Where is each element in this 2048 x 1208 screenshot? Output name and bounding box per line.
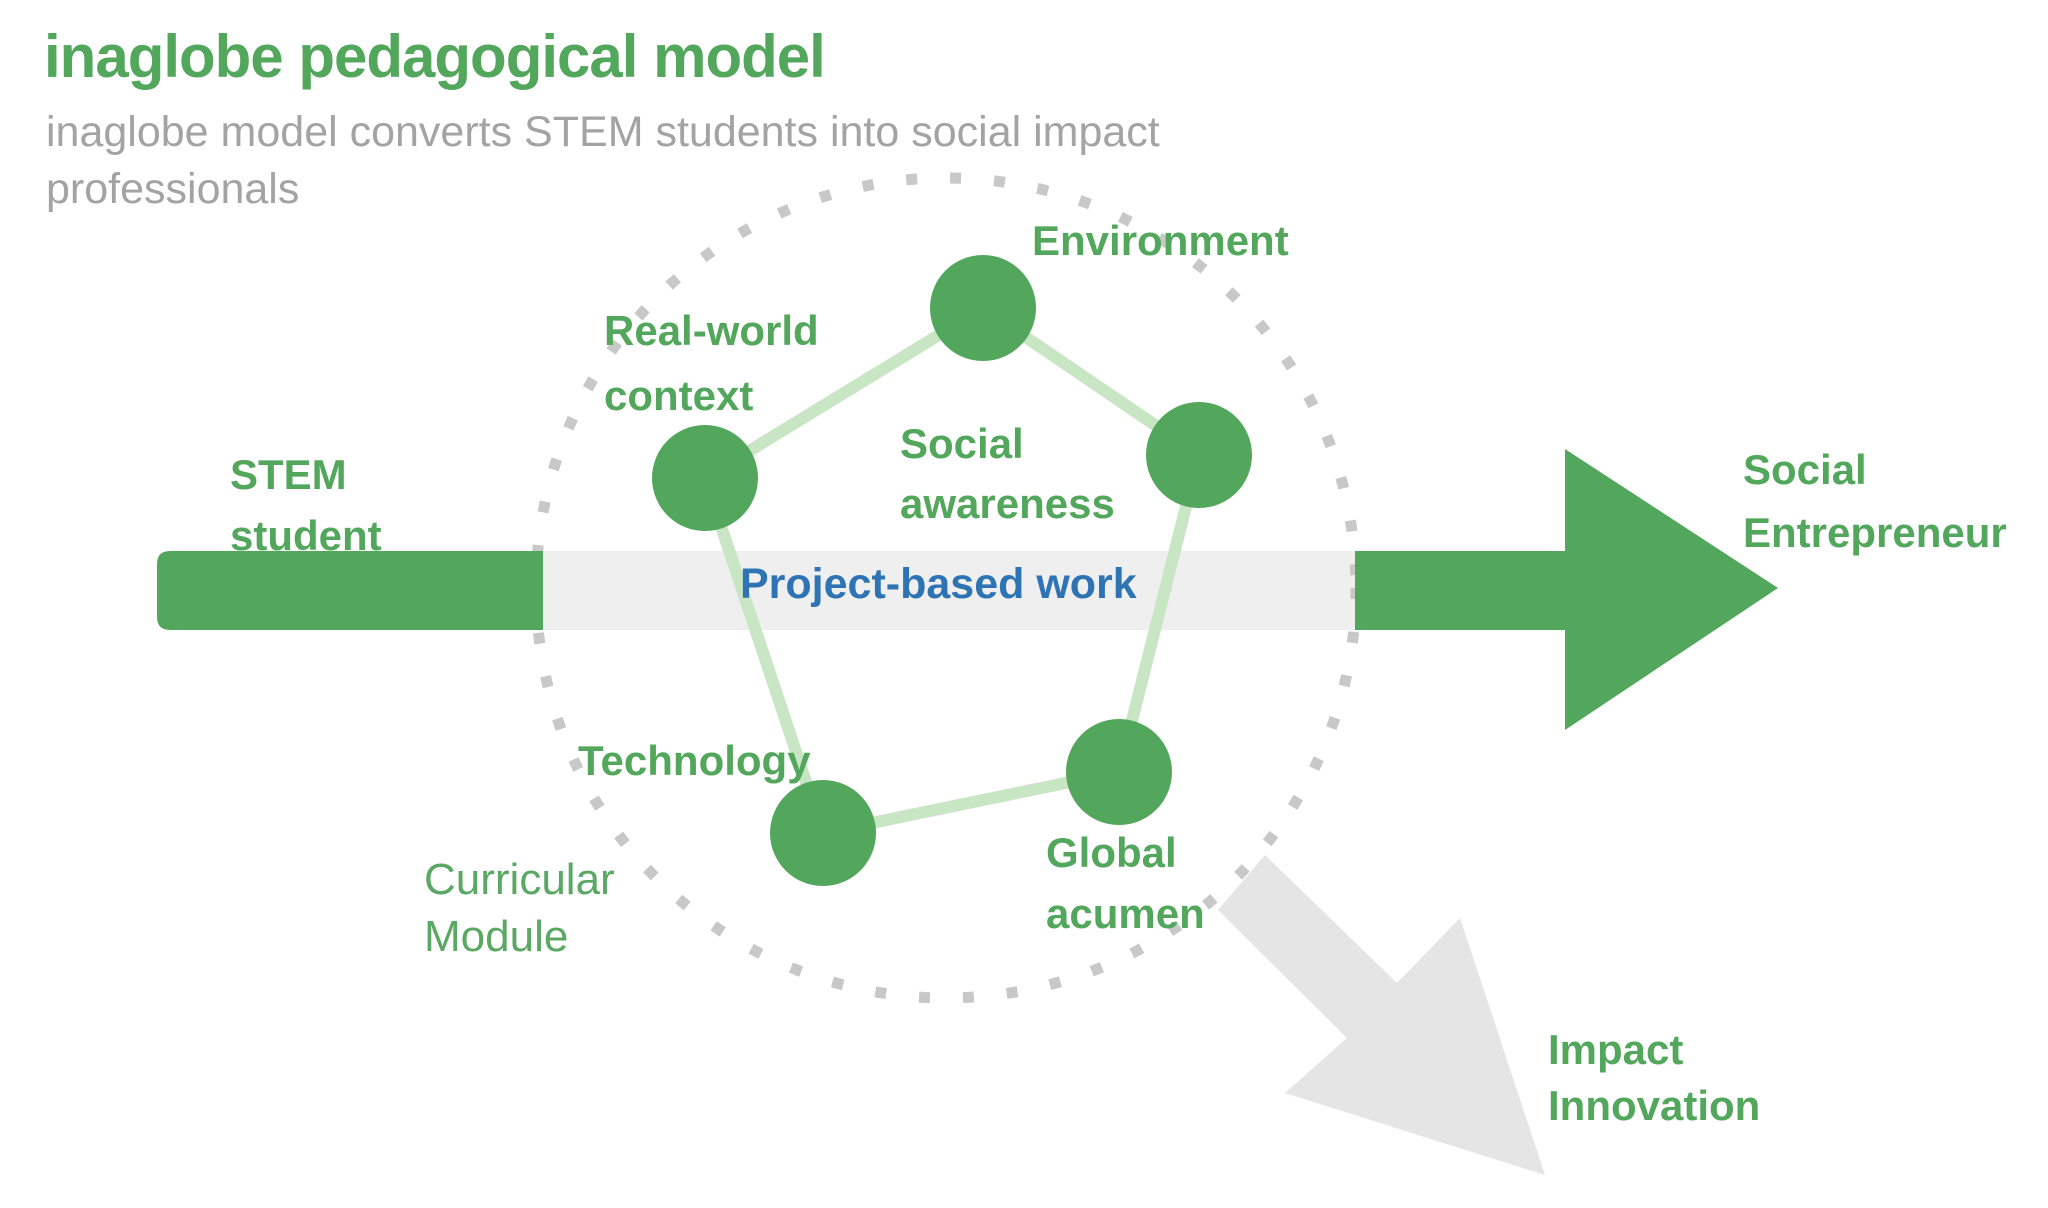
label-curricular-module: Curricular Module bbox=[424, 851, 615, 965]
output-arrow-shaft bbox=[1355, 551, 1567, 630]
page-title: inaglobe pedagogical model bbox=[44, 23, 826, 90]
label-stem-student: STEM student bbox=[230, 444, 382, 566]
label-social-entrepreneur-line2: Entrepreneur bbox=[1743, 509, 2007, 556]
node-global-acumen bbox=[1066, 719, 1172, 825]
node-technology bbox=[770, 780, 876, 886]
label-impact-line1: Impact bbox=[1548, 1026, 1684, 1073]
page-subtitle: inaglobe model converts STEM students in… bbox=[46, 104, 1160, 218]
label-social-awareness: Social awareness bbox=[900, 414, 1115, 534]
label-global-acumen: Global acumen bbox=[1046, 822, 1205, 944]
connector-realworld-technology bbox=[699, 476, 829, 835]
label-project-based-work: Project-based work bbox=[740, 560, 1137, 608]
label-social-awareness-line2: awareness bbox=[900, 480, 1115, 527]
connector-environment-realworld bbox=[701, 302, 987, 484]
page-subtitle-line2: professionals bbox=[46, 165, 300, 213]
label-impact-line2: Innovation bbox=[1548, 1082, 1761, 1129]
project-band bbox=[543, 551, 1355, 630]
label-social-awareness-line1: Social bbox=[900, 420, 1024, 467]
input-bar bbox=[157, 551, 543, 630]
output-arrow-head bbox=[1565, 449, 1778, 730]
label-stem-line2: student bbox=[230, 512, 382, 559]
node-social-awareness bbox=[1146, 402, 1252, 508]
label-real-world-line2: context bbox=[604, 372, 754, 419]
label-social-entrepreneur: Social Entrepreneur bbox=[1743, 438, 2007, 564]
connector-global-awareness bbox=[1113, 453, 1205, 774]
impact-arrow bbox=[1218, 855, 1545, 1175]
label-real-world-context: Real-world context bbox=[604, 298, 819, 428]
pentagon-nodes bbox=[652, 255, 1252, 886]
label-curricular-line1: Curricular bbox=[424, 855, 615, 904]
label-curricular-line2: Module bbox=[424, 912, 569, 961]
label-global-acumen-line2: acumen bbox=[1046, 890, 1205, 937]
label-stem-line1: STEM bbox=[230, 451, 347, 498]
label-environment: Environment bbox=[1032, 217, 1289, 264]
node-environment bbox=[930, 255, 1036, 361]
page-subtitle-line1: inaglobe model converts STEM students in… bbox=[46, 108, 1160, 156]
label-technology: Technology bbox=[578, 737, 811, 784]
label-impact-innovation: Impact Innovation bbox=[1548, 1022, 1760, 1134]
label-social-entrepreneur-line1: Social bbox=[1743, 446, 1867, 493]
node-real-world-context bbox=[652, 425, 758, 531]
label-real-world-line1: Real-world bbox=[604, 307, 819, 354]
label-global-acumen-line1: Global bbox=[1046, 829, 1177, 876]
